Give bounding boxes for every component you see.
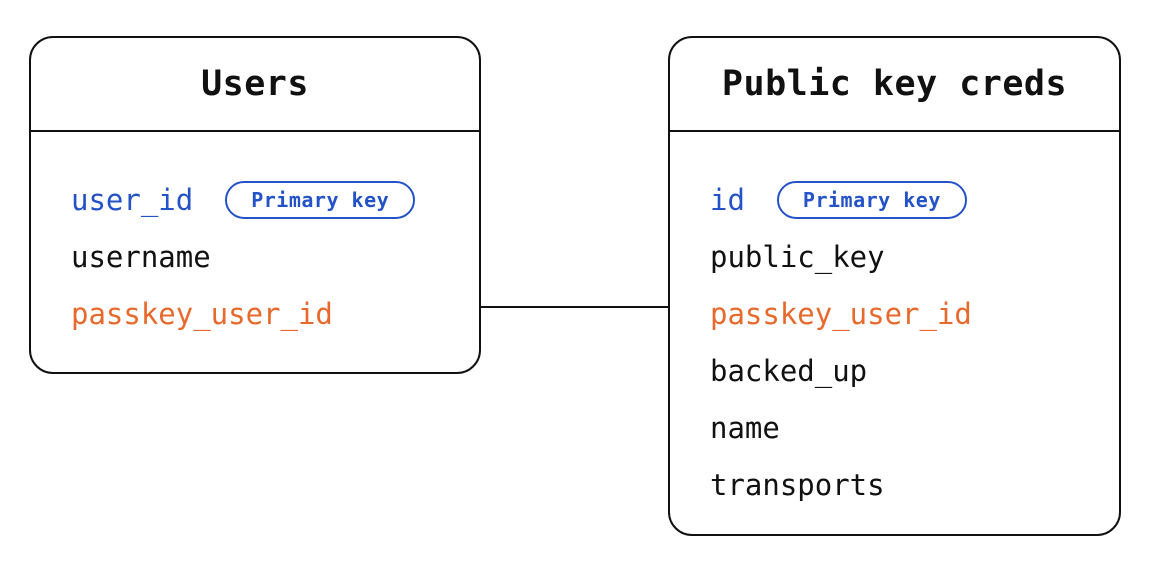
users-table: Users user_id Primary key username passk…: [29, 36, 481, 374]
public-key-creds-table-title: Public key creds: [670, 38, 1119, 132]
public-key-creds-table: Public key creds id Primary key public_k…: [668, 36, 1121, 536]
primary-key-badge: Primary key: [776, 180, 967, 219]
creds-field-transports: transports: [710, 456, 972, 513]
field-name: passkey_user_id: [710, 296, 972, 331]
users-table-title: Users: [31, 38, 479, 132]
users-field-username: username: [71, 228, 415, 285]
field-name: username: [71, 239, 211, 274]
field-name: backed_up: [710, 353, 868, 388]
creds-field-public-key: public_key: [710, 228, 972, 285]
users-field-user-id: user_id Primary key: [71, 171, 416, 228]
field-name: name: [710, 410, 780, 445]
field-name: user_id: [71, 182, 194, 217]
field-name: transports: [710, 467, 885, 502]
public-key-creds-field-list: id Primary key public_key passkey_user_i…: [710, 171, 972, 513]
users-field-list: user_id Primary key username passkey_use…: [71, 171, 416, 342]
field-name: id: [710, 182, 745, 217]
field-name: passkey_user_id: [71, 296, 333, 331]
creds-field-name: name: [710, 399, 972, 456]
creds-field-passkey-user-id: passkey_user_id: [710, 285, 972, 342]
creds-field-id: id Primary key: [710, 171, 972, 228]
relationship-connector-line: [480, 306, 670, 308]
users-field-passkey-user-id: passkey_user_id: [71, 285, 415, 342]
primary-key-badge: Primary key: [225, 180, 416, 219]
field-name: public_key: [710, 239, 885, 274]
creds-field-backed-up: backed_up: [710, 342, 972, 399]
